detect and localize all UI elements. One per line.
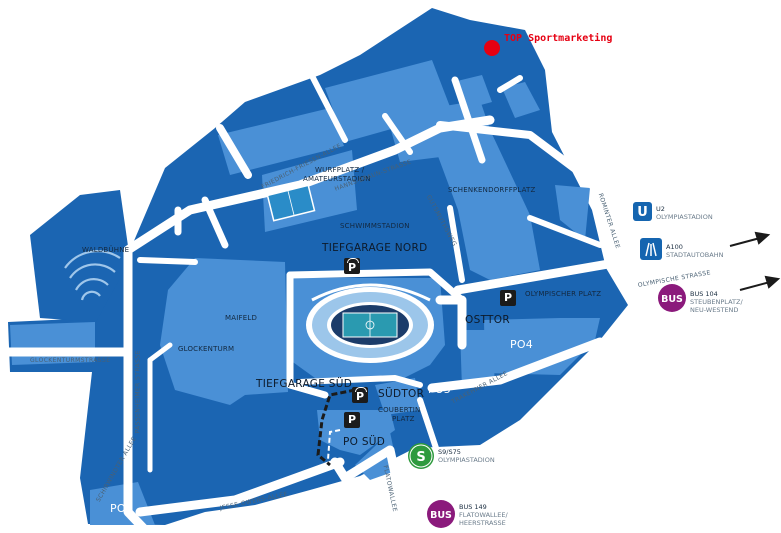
walking-route-2 [327, 429, 341, 461]
location-marker-icon [484, 40, 500, 56]
label-tiefgarage-sued: TIEFGARAGE SÜD [256, 378, 353, 390]
transit-sbahn-label: S9/S75 OLYMPIASTADION [438, 448, 495, 464]
walking-route [316, 388, 356, 467]
transit-bus104-label: BUS 104 STEUBENPLATZ/ NEU-WESTEND [690, 290, 743, 314]
area-coubertin: COUBERTIN [378, 406, 421, 414]
parking-sued-icon: P [352, 387, 368, 403]
label-po7: PO7 [110, 502, 133, 515]
bus-104-icon: BUS [658, 284, 686, 312]
area-maifeld: MAIFELD [225, 314, 258, 322]
u-bahn-icon: U [633, 202, 652, 221]
transit-bus149-label: BUS 149 FLATOWALLEE/ HEERSTRASSE [459, 503, 508, 527]
exit-arrows [729, 231, 781, 291]
label-po-sued: PO SÜD [343, 436, 386, 448]
waldbuehne-amphitheatre [64, 250, 121, 301]
transit-u2-label: U2 OLYMPIASTADION [656, 205, 713, 221]
parking-olympischer-platz-icon: P [500, 290, 516, 306]
road-network [0, 69, 781, 533]
svg-text:U: U [637, 205, 648, 220]
label-tiefgarage-nord: TIEFGARAGE NORD [322, 242, 428, 254]
area-waldbuehne: WALDBÜHNE [82, 246, 130, 254]
bus-149-icon: BUS [427, 500, 455, 528]
svg-text:BUS: BUS [430, 510, 452, 521]
area-glockenturm: GLOCKENTURM [178, 345, 235, 353]
area-schwimmstadion: SCHWIMMSTADION [340, 222, 410, 230]
s-bahn-icon: S [408, 443, 434, 469]
street-passenheimer-strasse: PASSENHEIMER STRASSE [134, 350, 142, 434]
label-suedtor: SÜDTOR [378, 388, 425, 400]
parking-po-sued-icon: P [344, 412, 360, 428]
area-olympischer-platz: OLYMPISCHER PLATZ [525, 290, 602, 298]
svg-text:BUS: BUS [661, 294, 683, 305]
autobahn-icon [640, 238, 662, 260]
area-amateurstadion: AMATEURSTADION [303, 175, 371, 183]
area-wurfplatz: WURFPLATZ / [315, 166, 365, 174]
label-osttor: OSTTOR [465, 314, 510, 326]
transit-a100-label: A100 STADTAUTOBAHN [666, 243, 724, 259]
parking-nord-icon: P [344, 258, 360, 274]
label-po5: PO5 [428, 383, 451, 396]
area-schenkendorffplatz: SCHENKENDORFFPLATZ [448, 186, 536, 194]
label-po4: PO4 [510, 338, 533, 351]
stadium-walkway [311, 283, 431, 302]
location-marker-label: TOP Sportmarketing [504, 33, 613, 44]
street-glockenturmstrasse: GLOCKENTURMSTRASSE [30, 357, 111, 364]
olympiastadion [306, 287, 434, 363]
svg-text:S: S [416, 450, 425, 465]
area-coubertin-platz: PLATZ [392, 415, 415, 423]
